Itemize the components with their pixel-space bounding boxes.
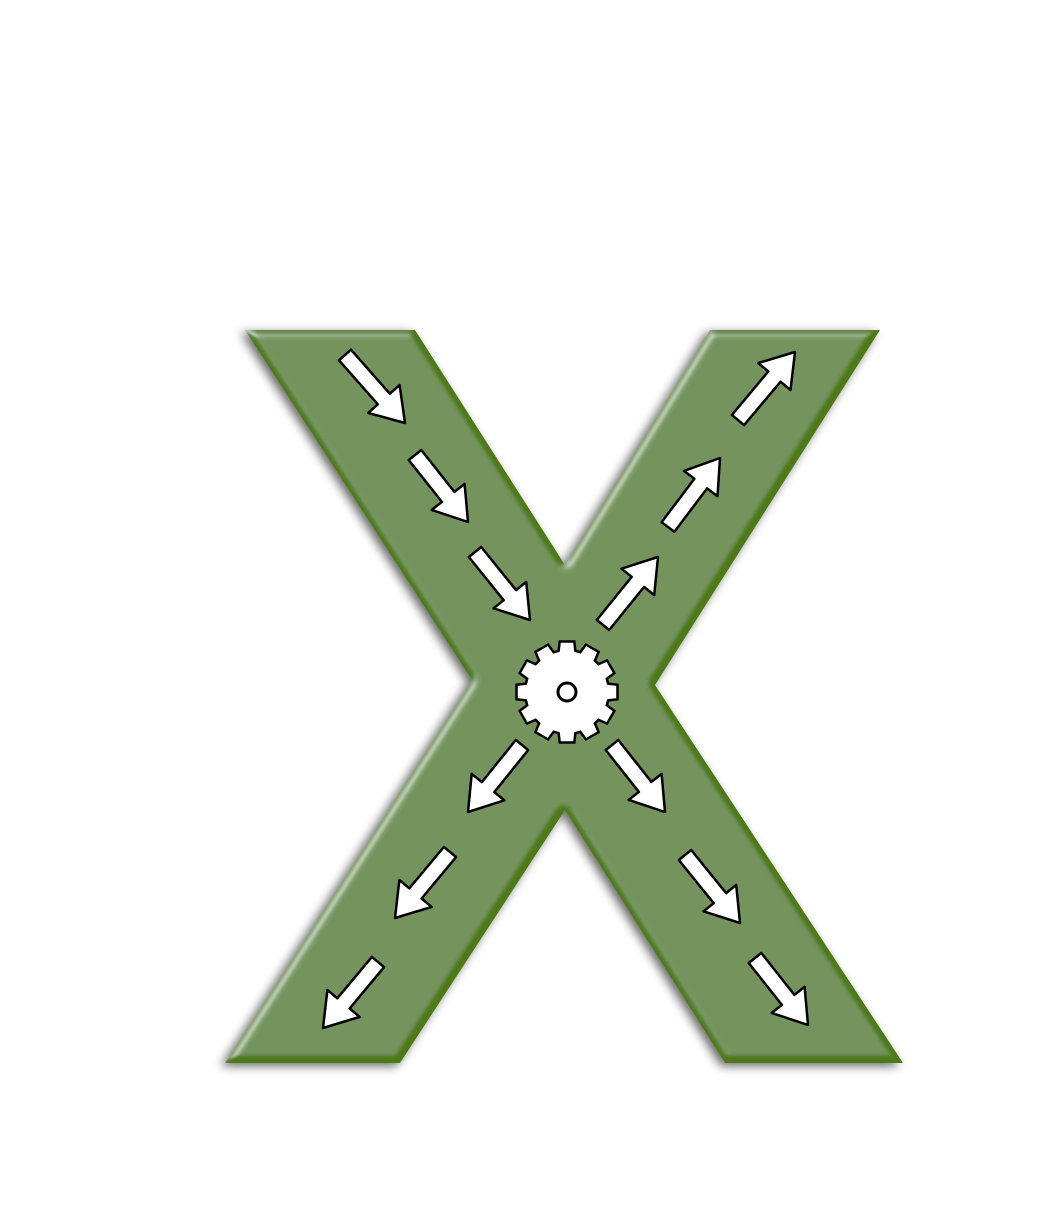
arrow-icon bbox=[393, 845, 458, 920]
arrow-icon bbox=[660, 456, 722, 534]
arrow-icon bbox=[747, 951, 810, 1027]
gear-icon bbox=[515, 640, 619, 744]
arrow-icon bbox=[467, 545, 532, 622]
arrow-icon bbox=[337, 348, 407, 425]
arrow-icon bbox=[321, 955, 386, 1030]
arrow-icon bbox=[677, 848, 742, 925]
arrow-icon bbox=[604, 738, 667, 814]
arrows-group bbox=[321, 348, 810, 1030]
arrow-icon bbox=[730, 350, 797, 427]
gear-hole bbox=[556, 681, 578, 703]
arrow-icon bbox=[595, 555, 660, 632]
arrow-icon bbox=[466, 738, 530, 814]
arrow-icon bbox=[407, 448, 470, 524]
